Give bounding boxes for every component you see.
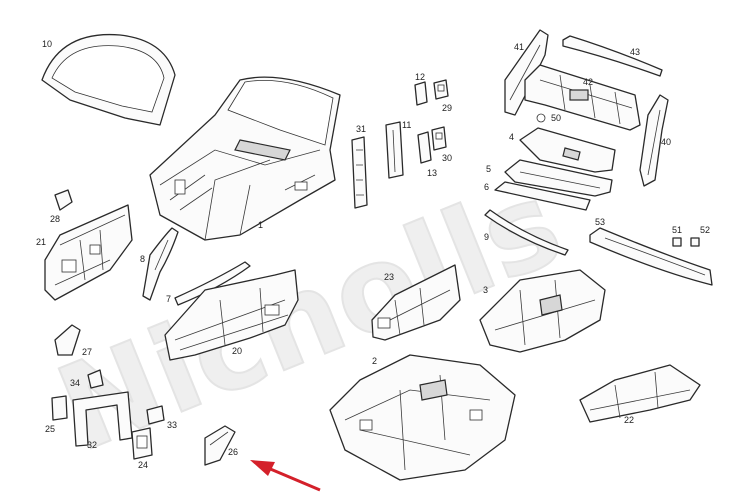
callout-34: 34 xyxy=(70,378,80,388)
part-12-bracket xyxy=(414,81,428,106)
callout-33: 33 xyxy=(167,420,177,430)
callout-2: 2 xyxy=(372,356,377,366)
callout-6: 6 xyxy=(484,182,489,192)
part-25-plate xyxy=(51,395,68,421)
part-40-pillar xyxy=(639,94,669,187)
callout-3: 3 xyxy=(483,285,488,295)
callout-7: 7 xyxy=(166,294,171,304)
callout-20: 20 xyxy=(232,346,242,356)
callout-28: 28 xyxy=(50,214,60,224)
callout-25: 25 xyxy=(45,424,55,434)
callout-50: 50 xyxy=(551,113,561,123)
callout-4: 4 xyxy=(509,132,514,142)
part-3-front-floor-section xyxy=(479,269,606,353)
callout-29: 29 xyxy=(442,103,452,113)
callout-22: 22 xyxy=(624,415,634,425)
callout-5: 5 xyxy=(486,164,491,174)
part-29-bracket xyxy=(433,79,449,100)
part-28-bracket xyxy=(54,189,73,211)
callout-23: 23 xyxy=(384,272,394,282)
callout-32: 32 xyxy=(87,440,97,450)
callout-42: 42 xyxy=(583,77,593,87)
callout-9: 9 xyxy=(484,232,489,242)
callout-24: 24 xyxy=(138,460,148,470)
part-5-cross-panel xyxy=(504,159,613,197)
callout-1: 1 xyxy=(258,220,263,230)
callout-53: 53 xyxy=(595,217,605,227)
part-31-pillar xyxy=(351,136,368,209)
part-50-grommet xyxy=(536,113,546,123)
part-4-bulkhead-panel xyxy=(519,127,616,173)
part-51-clip xyxy=(672,237,682,247)
part-32-crossmember xyxy=(72,391,133,447)
callout-11: 11 xyxy=(402,120,411,130)
part-11-pillar xyxy=(385,121,404,179)
callout-52: 52 xyxy=(700,225,710,235)
callout-13: 13 xyxy=(427,168,437,178)
part-1-front-body-shell xyxy=(149,76,341,241)
part-20-side-member xyxy=(164,269,299,361)
part-22-side-panel xyxy=(579,364,701,423)
part-52-clip xyxy=(690,237,700,247)
part-33-bracket xyxy=(146,405,165,425)
part-21-inner-wheelarch-lh xyxy=(44,204,133,301)
part-24-plate xyxy=(131,427,153,460)
part-43-top-strip xyxy=(562,35,663,77)
part-53-side-strip xyxy=(589,227,713,286)
callout-27: 27 xyxy=(82,347,92,357)
part-7-sill-strip xyxy=(174,261,251,306)
callout-40: 40 xyxy=(661,137,671,147)
callout-10: 10 xyxy=(42,39,52,49)
part-34-bracket xyxy=(87,369,104,389)
part-2-front-assembly xyxy=(329,354,516,481)
highlight-arrow xyxy=(250,460,321,492)
callout-12: 12 xyxy=(415,72,425,82)
part-13-bracket xyxy=(417,131,432,164)
callout-30: 30 xyxy=(442,153,452,163)
part-23-inner-wheelarch-rh xyxy=(371,264,461,341)
callout-labels: 10 1 28 21 8 7 20 31 11 12 29 13 30 23 4… xyxy=(36,39,710,470)
callout-41: 41 xyxy=(514,42,524,52)
part-9-curved-strip xyxy=(484,209,569,256)
callout-8: 8 xyxy=(140,254,145,264)
callout-26: 26 xyxy=(228,447,238,457)
part-8-a-pillar-strut xyxy=(142,227,179,301)
part-42-scuttle-panel xyxy=(524,64,641,131)
part-6-cross-member xyxy=(494,181,591,211)
part-27-bracket xyxy=(54,324,81,356)
callout-31: 31 xyxy=(356,124,366,134)
part-30-bracket xyxy=(431,126,447,151)
callout-51: 51 xyxy=(672,225,682,235)
part-10-windscreen-frame xyxy=(41,33,176,126)
part-26-bracket xyxy=(204,425,236,466)
callout-21: 21 xyxy=(36,237,46,247)
callout-43: 43 xyxy=(630,47,640,57)
